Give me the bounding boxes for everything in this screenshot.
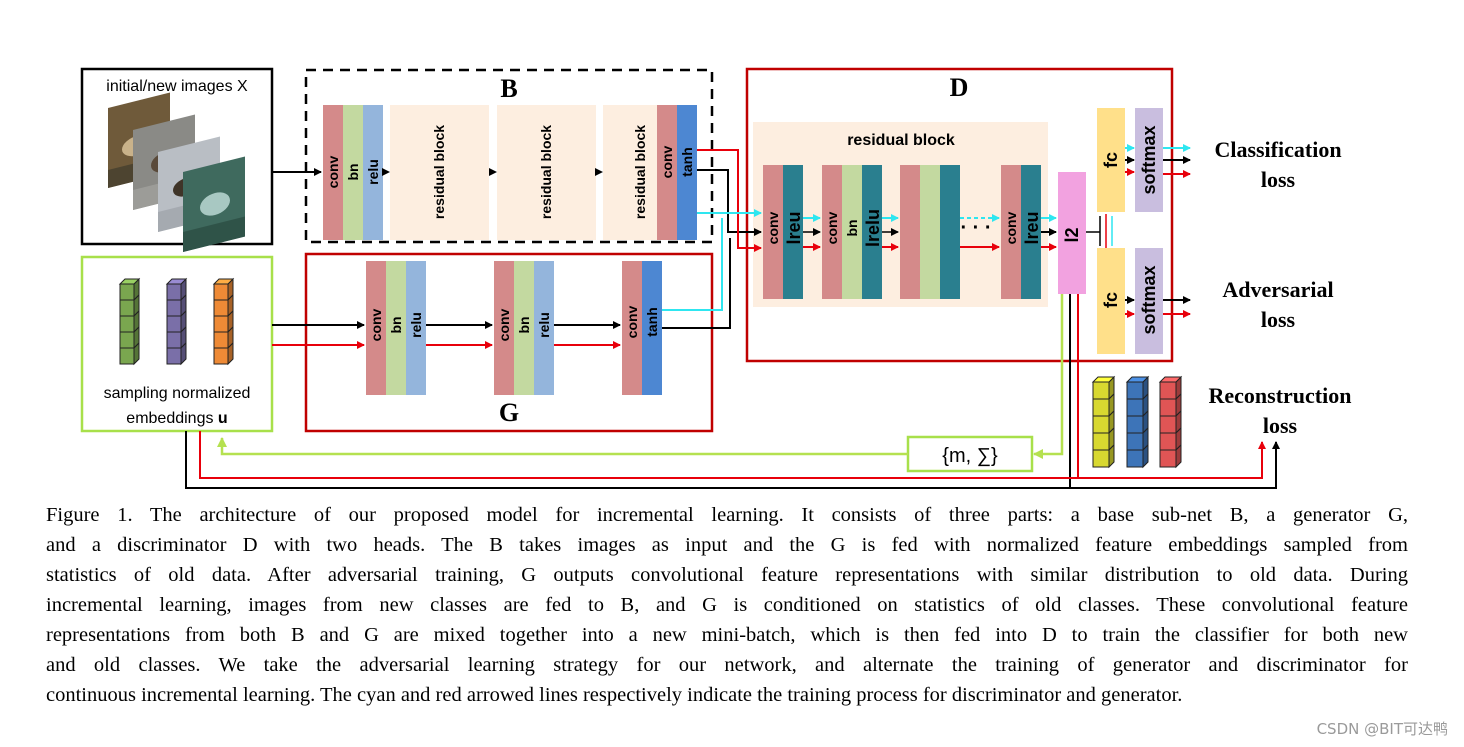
D-conv-label-1: conv: [765, 211, 781, 244]
block-D-title: D: [950, 73, 969, 102]
B-bn-layer: [343, 105, 363, 240]
B-conv-label: conv: [325, 155, 341, 188]
reconstruction-vector-yellow: [1091, 375, 1116, 469]
B-relu-label: relu: [365, 159, 381, 185]
embeddings-label-line2: embeddings u: [126, 410, 227, 427]
softmax-label-top: softmax: [1139, 125, 1159, 194]
B-conv-layer-2: [657, 105, 677, 240]
figure-caption: Figure 1. The architecture of our propos…: [46, 500, 1408, 710]
input-images-box: initial/new images X: [80, 67, 274, 252]
caption-line-3: statistics of old data. After adversaria…: [46, 564, 1408, 586]
caption-line-7: continuous incremental learning. The cya…: [46, 684, 1183, 706]
softmax-label-bottom: softmax: [1139, 265, 1159, 334]
embedding-vector-purple: [165, 277, 188, 366]
input-images-label: initial/new images X: [106, 78, 248, 95]
G-bn-label-1: bn: [388, 316, 404, 333]
fc-label-bottom: fc: [1101, 292, 1121, 308]
G-relu-label-2: relu: [536, 312, 552, 338]
caption-line-2: and a discriminator D with two heads. Th…: [46, 534, 1408, 556]
generator-G: G conv bn relu conv bn relu conv tanh: [304, 252, 714, 433]
caption-line-4: incremental learning, images from new cl…: [46, 594, 1408, 616]
l2-layer: [1058, 172, 1086, 294]
B-residual-block-3: [603, 105, 657, 240]
loss-labels: Classification loss Adversarial loss Rec…: [1209, 137, 1352, 438]
connectors: [185, 144, 1280, 489]
classification-loss-line2: loss: [1261, 167, 1296, 192]
B-residual-block-2: [497, 105, 596, 240]
classification-loss-line1: Classification: [1214, 137, 1341, 162]
B-tanh-label: tanh: [679, 147, 695, 177]
watermark: CSDN @BIT可达鸭: [1316, 720, 1448, 738]
fc-layer-top: [1097, 108, 1125, 212]
D-residual-label: residual block: [847, 132, 955, 149]
reconstruction-loss-line2: loss: [1263, 413, 1298, 438]
B-bn-label: bn: [345, 163, 361, 180]
D-lrelu-label-2: lrelu: [863, 209, 883, 247]
B-conv-label-2: conv: [659, 145, 675, 178]
D-ellipsis: · · ·: [960, 217, 991, 239]
caption-line-5: representations from both B and G are mi…: [46, 624, 1408, 646]
bird-image-stack: [108, 92, 245, 252]
reconstruction-vector-blue: [1125, 375, 1150, 469]
D-lreu-label-1: lreu: [784, 211, 804, 244]
discriminator-D: D residual block conv lreu conv bn lrelu…: [745, 67, 1174, 363]
adversarial-loss-line1: Adversarial: [1222, 277, 1333, 302]
G-bn-label-2: bn: [516, 316, 532, 333]
B-residual-block-1: [390, 105, 489, 240]
caption-line-6: and old classes. We take the adversarial…: [46, 654, 1408, 676]
B-residual-label-2: residual block: [538, 125, 554, 219]
caption-line-1: Figure 1. The architecture of our propos…: [46, 504, 1408, 526]
D-bn-label-2: bn: [844, 219, 860, 236]
D-conv-label-2: conv: [824, 211, 840, 244]
fc-label-top: fc: [1101, 152, 1121, 168]
B-conv-layer: [323, 105, 343, 240]
statistics-label: {m, ∑}: [942, 445, 998, 467]
D-conv-label-4: conv: [1003, 211, 1019, 244]
G-relu-label-1: relu: [408, 312, 424, 338]
embedding-vectors: [118, 277, 235, 366]
reconstruction-vector-red: [1158, 375, 1183, 469]
block-B-title: B: [500, 74, 517, 103]
block-G-title: G: [499, 398, 519, 427]
G-tanh-label: tanh: [644, 307, 660, 337]
softmax-layer-top: [1135, 108, 1163, 212]
D-lreu-label-4: lreu: [1022, 211, 1042, 244]
softmax-layer-bottom: [1135, 248, 1163, 354]
embeddings-label-line1: sampling normalized: [104, 385, 251, 402]
statistics-box: {m, ∑}: [906, 435, 1034, 473]
B-tanh-layer: [677, 105, 697, 240]
G-conv-label-3: conv: [624, 305, 640, 338]
l2-label: l2: [1062, 227, 1082, 242]
B-relu-layer: [363, 105, 383, 240]
base-subnet-B: B conv bn relu residual block residual b…: [304, 68, 714, 244]
embeddings-box: sampling normalized embeddings u: [80, 255, 274, 433]
reconstruction-vectors: [1091, 375, 1183, 469]
embedding-vector-orange: [212, 277, 235, 366]
embedding-vector-green: [118, 277, 141, 366]
adversarial-loss-line2: loss: [1261, 307, 1296, 332]
fc-layer-bottom: [1097, 248, 1125, 354]
G-conv-label-1: conv: [368, 308, 384, 341]
B-residual-label-1: residual block: [431, 125, 447, 219]
architecture-diagram: initial/new images X: [80, 67, 1352, 489]
B-residual-label-3: residual block: [632, 125, 648, 219]
reconstruction-loss-line1: Reconstruction: [1209, 383, 1352, 408]
G-conv-label-2: conv: [496, 308, 512, 341]
